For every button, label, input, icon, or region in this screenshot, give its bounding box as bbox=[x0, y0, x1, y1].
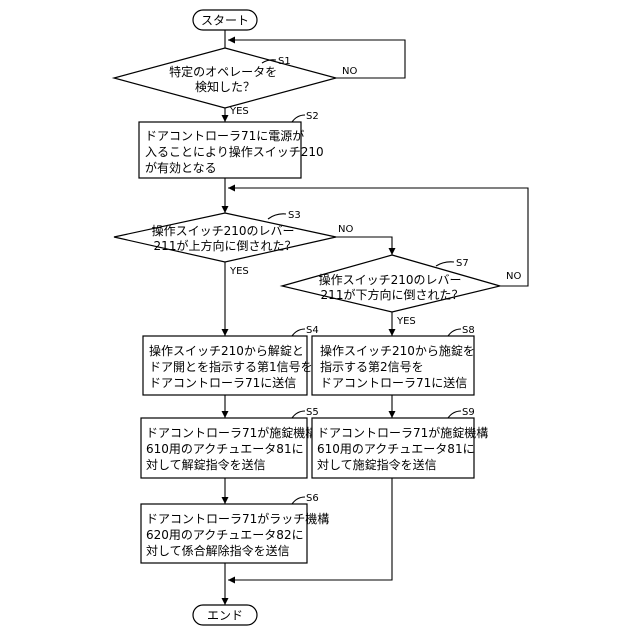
step-label-s8: S8 bbox=[462, 325, 475, 336]
s1-no-label: NO bbox=[342, 66, 357, 77]
s7-no-label: NO bbox=[506, 271, 521, 282]
step-leader-s9 bbox=[448, 411, 461, 418]
end-terminal: エンド bbox=[193, 605, 257, 625]
step-leader-s3 bbox=[268, 214, 286, 219]
step-leader-s7 bbox=[436, 262, 454, 266]
step-label-s1: S1 bbox=[278, 56, 291, 67]
s7-yes-label: YES bbox=[396, 316, 416, 327]
step-label-s3: S3 bbox=[288, 210, 301, 221]
step-leader-s8 bbox=[448, 329, 461, 336]
step-label-s6: S6 bbox=[306, 493, 319, 504]
step-label-s2: S2 bbox=[306, 111, 319, 122]
step-label-s7: S7 bbox=[456, 258, 469, 269]
step-label-s4: S4 bbox=[306, 325, 319, 336]
start-terminal: スタート bbox=[193, 10, 257, 30]
step-leader-s6 bbox=[292, 497, 305, 504]
s1-yes-label: YES bbox=[229, 106, 249, 117]
step-leader-s5 bbox=[292, 411, 305, 418]
step-label-s9: S9 bbox=[462, 407, 475, 418]
decision-s7: 操作スイッチ210のレバー 211が下方向に倒された？ S7 NO YES bbox=[282, 255, 521, 327]
process-s2: ドアコントローラ71に電源が 入ることにより操作スイッチ210 が有効となる S… bbox=[139, 111, 328, 178]
process-s9: ドアコントローラ71が施錠機構 610用のアクチュエータ81に 対して施錠指令を… bbox=[312, 407, 492, 478]
process-s8: 操作スイッチ210から施錠を 指示する第2信号を ドアコントローラ71に送信 S… bbox=[312, 325, 479, 395]
s3-no-label: NO bbox=[338, 224, 353, 235]
step-leader-s4 bbox=[292, 329, 305, 336]
decision-s1: 特定のオペレータを 検知した？ S1 NO YES bbox=[114, 48, 357, 117]
connector-s3-no-s7 bbox=[336, 237, 392, 255]
process-s4: 操作スイッチ210から解錠と ドア開とを指示する第1信号を ドアコントローラ71… bbox=[143, 325, 319, 395]
process-s5: ドアコントローラ71が施錠機構 610用のアクチュエータ81に 対して解錠指令を… bbox=[141, 407, 321, 478]
step-leader-s2 bbox=[292, 115, 305, 122]
start-label: スタート bbox=[201, 14, 249, 28]
end-label: エンド bbox=[207, 609, 243, 623]
process-s6: ドアコントローラ71がラッチ機構 620用のアクチュエータ82に 対して係合解除… bbox=[141, 493, 333, 563]
s3-yes-label: YES bbox=[229, 266, 249, 277]
step-label-s5: S5 bbox=[306, 407, 319, 418]
process-s4-text: 操作スイッチ210から解錠と ドア開とを指示する第1信号を ドアコントローラ71… bbox=[149, 343, 316, 390]
decision-s3: 操作スイッチ210のレバー 211が上方向に倒された？ S3 NO YES bbox=[114, 210, 353, 277]
